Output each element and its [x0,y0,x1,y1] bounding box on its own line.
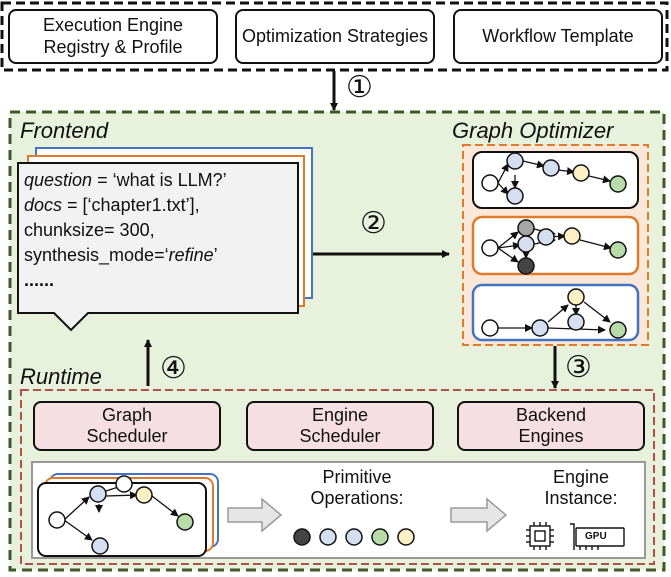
primitive-op-node [371,528,389,546]
graph-3-node [567,288,585,306]
runtime-graph-node [135,486,153,504]
graph-2-node [517,257,535,275]
runtime-graph-node [176,513,194,531]
step-3-marker: ③ [565,351,592,384]
code-text: synthesis_mode=‘ [24,245,169,265]
graph-1-node [609,175,627,193]
code-line-synthesis: synthesis_mode=‘refine’ [24,243,227,268]
gpu-label: GPU [585,531,607,542]
frontend-code: question = ‘what is LLM?’ docs = [‘chapt… [24,168,227,293]
graph-2-node [517,235,535,253]
graph-1-node [542,159,560,177]
graph-3-node [481,319,499,337]
graph-1-node [506,152,524,170]
primitive-op-node [293,528,311,546]
opt-graph-card-3 [471,283,640,342]
graph-1-node [481,174,499,192]
code-var: docs [24,195,63,215]
frontend-title: Frontend [20,118,109,143]
runtime-graph [63,481,179,541]
code-var: refine [168,245,214,265]
runtime-graph-node [91,537,109,555]
input-group-frame [0,1,669,72]
input-optimization-strategies-label: Optimization Strategies [241,25,429,46]
code-var: question [24,170,93,190]
input-optimization-strategies: Optimization Strategies [235,9,435,64]
code-text: = ‘what is LLM?’ [92,170,227,190]
graph-2-node [609,241,627,259]
engine-scheduler-label: Engine Scheduler [299,404,381,446]
graph-3-node [609,321,627,339]
graph-1 [497,160,611,195]
graph-optimizer-title: Graph Optimizer [452,118,614,143]
graph-2-node [481,239,499,257]
runtime-graph-node [89,485,107,503]
graph-scheduler-box: Graph Scheduler [33,401,221,451]
step-2-marker: ② [360,207,387,240]
cpu-chip-icon [526,522,554,550]
primitive-op-node [319,528,337,546]
code-line-ellipsis: ...... [24,270,55,290]
input-workflow-template-label: Workflow Template [482,25,634,46]
flow-arrow-2 [450,497,508,533]
code-text: ’ [213,245,218,265]
primitive-operations-label: Primitive Operations: [310,467,404,509]
graph-2-node [563,227,581,245]
input-engine-registry-label: Execution Engine Registry & Profile [42,15,184,57]
frontend-callout [17,162,299,332]
graph-2-node [537,228,555,246]
gpu-card-icon [570,523,625,550]
runtime-panel [20,389,655,565]
primitive-op-node [345,528,363,546]
graph-3-node [531,319,549,337]
code-line-question: question = ‘what is LLM?’ [24,168,227,193]
step-4-marker: ④ [160,352,187,385]
graph-1-node [572,164,590,182]
code-line-docs: docs = [‘chapter1.txt’], [24,193,227,218]
flow-arrow-1 [227,497,283,533]
engine-scheduler-box: Engine Scheduler [246,401,434,451]
code-text: = [‘chapter1.txt’], [62,195,200,215]
backend-engines-box: Backend Engines [457,401,645,451]
graph-1-node [506,187,524,205]
step-1-marker: ① [346,71,373,104]
primitive-op-node [397,528,415,546]
runtime-graph-node [115,475,133,493]
backend-engines-label: Backend Engines [515,404,587,446]
input-engine-registry: Execution Engine Registry & Profile [8,9,218,64]
runtime-graph-node [48,511,66,529]
graph-2-node [517,219,535,237]
engine-instance-label: Engine Instance: [544,467,618,509]
runtime-title: Runtime [20,364,102,389]
graph-3-node [567,313,585,331]
input-workflow-template: Workflow Template [453,9,663,64]
code-line-chunksize: chunksize= 300, [24,220,155,240]
graph-scheduler-label: Graph Scheduler [86,404,168,446]
